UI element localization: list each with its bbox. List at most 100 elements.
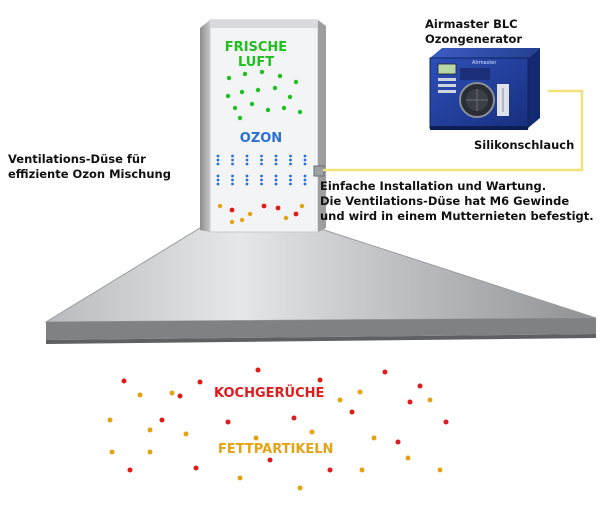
ozone-dot: [260, 158, 263, 162]
grease-dot: [237, 475, 243, 481]
ozone-dot: [303, 182, 307, 186]
odor-dot: [417, 383, 423, 389]
grease-dot: [239, 217, 245, 223]
ozone-dot: [303, 158, 307, 162]
ozone-dot: [260, 182, 263, 186]
ozone-dot: [274, 178, 278, 182]
odor-dot: [229, 207, 235, 213]
ozone-dot: [231, 154, 234, 158]
odor-dot: [349, 409, 355, 415]
ozone-dot: [289, 162, 292, 166]
odor-dot: [291, 415, 297, 421]
ozone-dot: [216, 154, 220, 158]
ozone-dot: [245, 158, 249, 162]
odor-dot: [261, 203, 267, 209]
odor-dot: [225, 419, 231, 425]
cooking-odors-label: KOCHGERÜCHE: [214, 386, 325, 401]
fresh-air-dot: [281, 105, 287, 111]
grease-dot: [437, 467, 443, 473]
grease-dot: [427, 397, 433, 403]
ozone-dot: [260, 162, 263, 166]
ozone-dot: [245, 174, 249, 178]
ozone-dot: [303, 162, 307, 166]
odor-dot: [255, 367, 261, 373]
grease-dot: [253, 435, 259, 441]
grease-dot: [147, 427, 153, 433]
odor-dot: [275, 205, 281, 211]
grease-dot: [107, 417, 113, 423]
ozone-dot: [245, 162, 249, 166]
odor-dot: [177, 393, 183, 399]
generator-title-line2: Ozongenerator: [425, 32, 523, 46]
grease-dot: [405, 455, 411, 461]
grease-dot: [297, 485, 303, 491]
generator-title: Airmaster BLC Ozongenerator: [425, 17, 522, 47]
ozone-dot: [289, 174, 292, 178]
hose-label: Silikonschlauch: [474, 138, 575, 152]
ozone-dot: [260, 154, 263, 158]
fresh-air-label-line1: FRISCHE: [225, 40, 287, 55]
fresh-air-dot: [239, 89, 245, 95]
grease-dot: [247, 211, 253, 217]
grease-dot: [283, 215, 289, 221]
odor-dot: [293, 211, 299, 217]
ozone-dot: [289, 178, 292, 182]
grease-dot: [169, 390, 175, 396]
fresh-air-dot: [293, 79, 299, 85]
ozone-dot: [303, 178, 307, 182]
grease-dot: [137, 392, 143, 398]
odor-dot: [193, 465, 199, 471]
odor-dot: [197, 379, 203, 385]
generator-title-line1: Airmaster BLC: [425, 17, 518, 31]
ozone-dot: [231, 162, 234, 166]
hood-chimney: [200, 19, 326, 233]
odor-dot: [267, 457, 273, 463]
grease-dot: [359, 467, 365, 473]
fresh-air-dot: [237, 115, 243, 121]
fresh-air-dot: [226, 75, 232, 81]
ozone-dot: [216, 178, 220, 182]
ozone-dot: [245, 154, 249, 158]
ozone-dot: [289, 182, 292, 186]
grease-dot: [109, 449, 115, 455]
fresh-air-dot: [249, 101, 255, 107]
generator-brand: Airmaster: [472, 60, 497, 66]
nozzle-label-line1: Ventilations-Düse für: [8, 152, 146, 166]
ozone-dot: [216, 174, 220, 178]
odor-dot: [382, 369, 388, 375]
particle-dots: [107, 69, 449, 491]
grease-dot: [229, 219, 235, 225]
ozone-dot: [289, 154, 292, 158]
nozzle-label-line2: effiziente Ozon Mischung: [8, 167, 171, 181]
hood-canopy: [44, 227, 597, 344]
installation-note: Einfache Installation und Wartung. Die V…: [320, 179, 594, 224]
grease-dot: [217, 203, 223, 209]
grease-dot: [371, 435, 377, 441]
fresh-air-dot: [265, 107, 271, 113]
ozone-dot: [289, 158, 292, 162]
installation-note-line1: Einfache Installation und Wartung.: [320, 179, 547, 193]
ozone-dot: [216, 182, 220, 186]
silicone-hose: [323, 89, 584, 172]
grease-dot: [337, 397, 343, 403]
odor-dot: [121, 378, 127, 384]
grease-dot: [183, 431, 189, 437]
ozone-dot: [274, 154, 278, 158]
ozone-dot: [303, 174, 307, 178]
odor-dot: [159, 417, 165, 423]
nozzle-label: Ventilations-Düse für effiziente Ozon Mi…: [8, 152, 171, 182]
odor-dot: [443, 419, 449, 425]
fresh-air-dot: [297, 109, 303, 115]
ozone-dot: [274, 182, 278, 186]
ozone-dot: [231, 178, 234, 182]
fresh-air-dot: [225, 93, 231, 99]
ozone-label: OZON: [240, 131, 282, 146]
grease-particles-label: FETTPARTIKELN: [218, 442, 334, 457]
ozone-dot: [216, 162, 220, 166]
ozone-dot: [274, 174, 278, 178]
installation-note-line2: Die Ventilations-Düse hat M6 Gewinde: [320, 194, 570, 208]
fresh-air-dot: [232, 105, 238, 111]
grease-dot: [357, 389, 363, 395]
